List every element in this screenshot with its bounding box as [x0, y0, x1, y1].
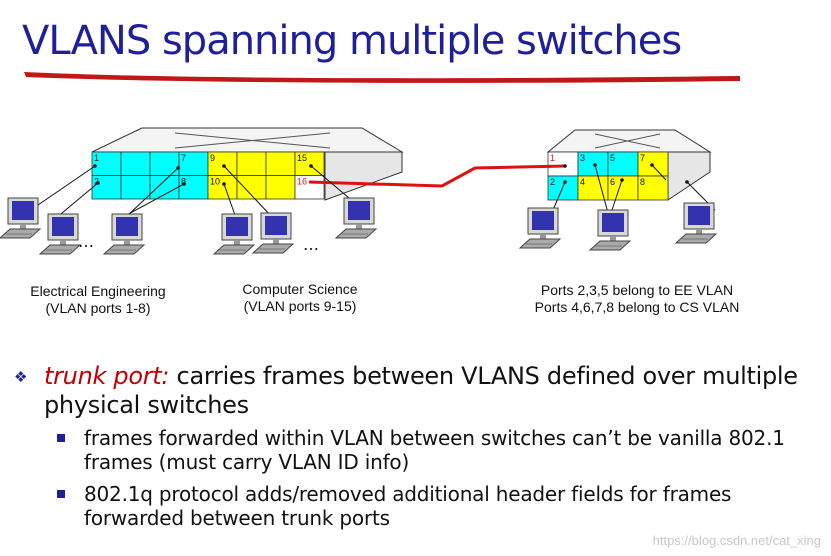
- trunk-link: [308, 164, 567, 188]
- caption-ee: Electrical Engineering (VLAN ports 1-8): [20, 283, 176, 317]
- square-bullet-icon: [57, 434, 65, 442]
- computer-icon: [38, 213, 82, 255]
- computer-icon: [674, 202, 718, 244]
- left-switch-port-label: 15: [297, 153, 307, 163]
- port-connector-dot: [593, 163, 597, 167]
- computer-icon: [102, 213, 146, 255]
- diamond-bullet-icon: ❖: [14, 368, 28, 386]
- left-switch-port-label: 1: [94, 153, 99, 163]
- caption-cs-line1: Computer Science: [242, 281, 358, 297]
- right-switch-port-0: 1: [547, 151, 579, 177]
- title-underline: [24, 72, 740, 83]
- computer-icon: [212, 213, 256, 255]
- right-switch-port-label: 2: [550, 177, 555, 187]
- left-switch-port-5: [236, 151, 267, 176]
- left-switch-port-10: [149, 175, 180, 200]
- right-switch-port-7: 8: [637, 175, 669, 201]
- port-connector-dot: [563, 164, 567, 168]
- port-connector-dot: [222, 164, 226, 168]
- left-switch: 1 7 9 15 2 8 10 16: [91, 127, 404, 201]
- right-switch-port-label: 3: [580, 153, 585, 163]
- port-connector-dot: [685, 180, 689, 184]
- port-connector-dot: [620, 178, 624, 182]
- left-switch-port-2: [149, 151, 180, 176]
- right-switch-port-label: 5: [610, 153, 615, 163]
- right-switch-port-4: 2: [547, 175, 579, 201]
- caption-cs-line2: (VLAN ports 9-15): [243, 298, 357, 314]
- bullet-main-text: carries frames between VLANS defined ove…: [44, 362, 798, 419]
- caption-right-switch: Ports 2,3,5 belong to EE VLAN Ports 4,6,…: [520, 282, 754, 316]
- left-switch-port-14: [265, 175, 296, 200]
- computer-icon: [251, 212, 295, 254]
- left-switch-port-3: 7: [178, 151, 209, 176]
- caption-cs: Computer Science (VLAN ports 9-15): [228, 281, 372, 315]
- computer-icon: [518, 207, 562, 249]
- caption-right-line2: Ports 4,6,7,8 belong to CS VLAN: [534, 299, 740, 315]
- left-switch-port-15: 16: [294, 175, 325, 200]
- port-connector-dot: [96, 181, 100, 185]
- computer-icon: [588, 209, 632, 251]
- watermark: https://blog.csdn.net/cat_xing: [652, 533, 821, 548]
- bullet-list: ❖ trunk port: carries frames between VLA…: [14, 362, 814, 530]
- port-connector-dot: [182, 182, 186, 186]
- right-switch-port-label: 1: [550, 153, 555, 163]
- bullet-term: trunk port:: [44, 362, 170, 390]
- host-computers: [0, 197, 718, 255]
- left-switch-port-label: 16: [297, 177, 307, 187]
- left-switch-port-7: 15: [294, 151, 325, 176]
- left-switch-port-12: 10: [207, 175, 238, 200]
- ellipsis-cs: …: [303, 235, 319, 254]
- left-switch-port-0: 1: [91, 151, 122, 176]
- right-switch-port-2: 5: [607, 151, 639, 177]
- bullet-trunk-port: ❖ trunk port: carries frames between VLA…: [14, 362, 814, 420]
- slide-title: VLANS spanning multiple switches: [22, 18, 682, 64]
- caption-right-line1: Ports 2,3,5 belong to EE VLAN: [540, 282, 734, 298]
- left-switch-port-label: 2: [94, 177, 99, 187]
- ellipsis-ee: …: [78, 232, 94, 251]
- port-connector-dot: [563, 180, 567, 184]
- left-switch-port-9: [120, 175, 151, 200]
- left-switch-port-label: 10: [210, 177, 220, 187]
- left-switch-port-1: [120, 151, 151, 176]
- left-switch-port-label: 9: [210, 153, 215, 163]
- right-switch: 1 3 5 7 2 4 6 8: [546, 129, 712, 201]
- right-switch-port-label: 8: [640, 177, 645, 187]
- port-connector-dot: [309, 164, 313, 168]
- port-connector-dot: [93, 164, 97, 168]
- right-switch-port-label: 6: [610, 177, 615, 187]
- right-switch-port-label: 7: [640, 153, 645, 163]
- left-switch-port-4: 9: [207, 151, 238, 176]
- port-connector-dot: [222, 182, 226, 186]
- caption-ee-line2: (VLAN ports 1-8): [45, 300, 151, 316]
- sub-bullet-frames: frames forwarded within VLAN between swi…: [14, 426, 814, 474]
- left-switch-port-11: 8: [178, 175, 209, 200]
- right-switch-port-1: 3: [577, 151, 609, 177]
- left-switch-port-label: 7: [181, 153, 186, 163]
- host-cables: [37, 164, 716, 219]
- left-switch-port-8: 2: [91, 175, 122, 200]
- sub-bullet-1-text: frames forwarded within VLAN between swi…: [84, 426, 785, 474]
- left-switch-port-label: 8: [181, 177, 186, 187]
- computer-icon: [334, 197, 378, 239]
- sub-bullet-2-text: 802.1q protocol adds/removed additional …: [84, 482, 732, 530]
- sub-bullet-8021q: 802.1q protocol adds/removed additional …: [14, 482, 814, 530]
- square-bullet-icon: [57, 490, 65, 498]
- right-switch-port-label: 4: [580, 177, 585, 187]
- caption-ee-line1: Electrical Engineering: [30, 283, 166, 299]
- left-switch-port-6: [265, 151, 296, 176]
- computer-icon: [0, 197, 42, 239]
- port-connector-dot: [650, 163, 654, 167]
- port-connector-dot: [176, 166, 180, 170]
